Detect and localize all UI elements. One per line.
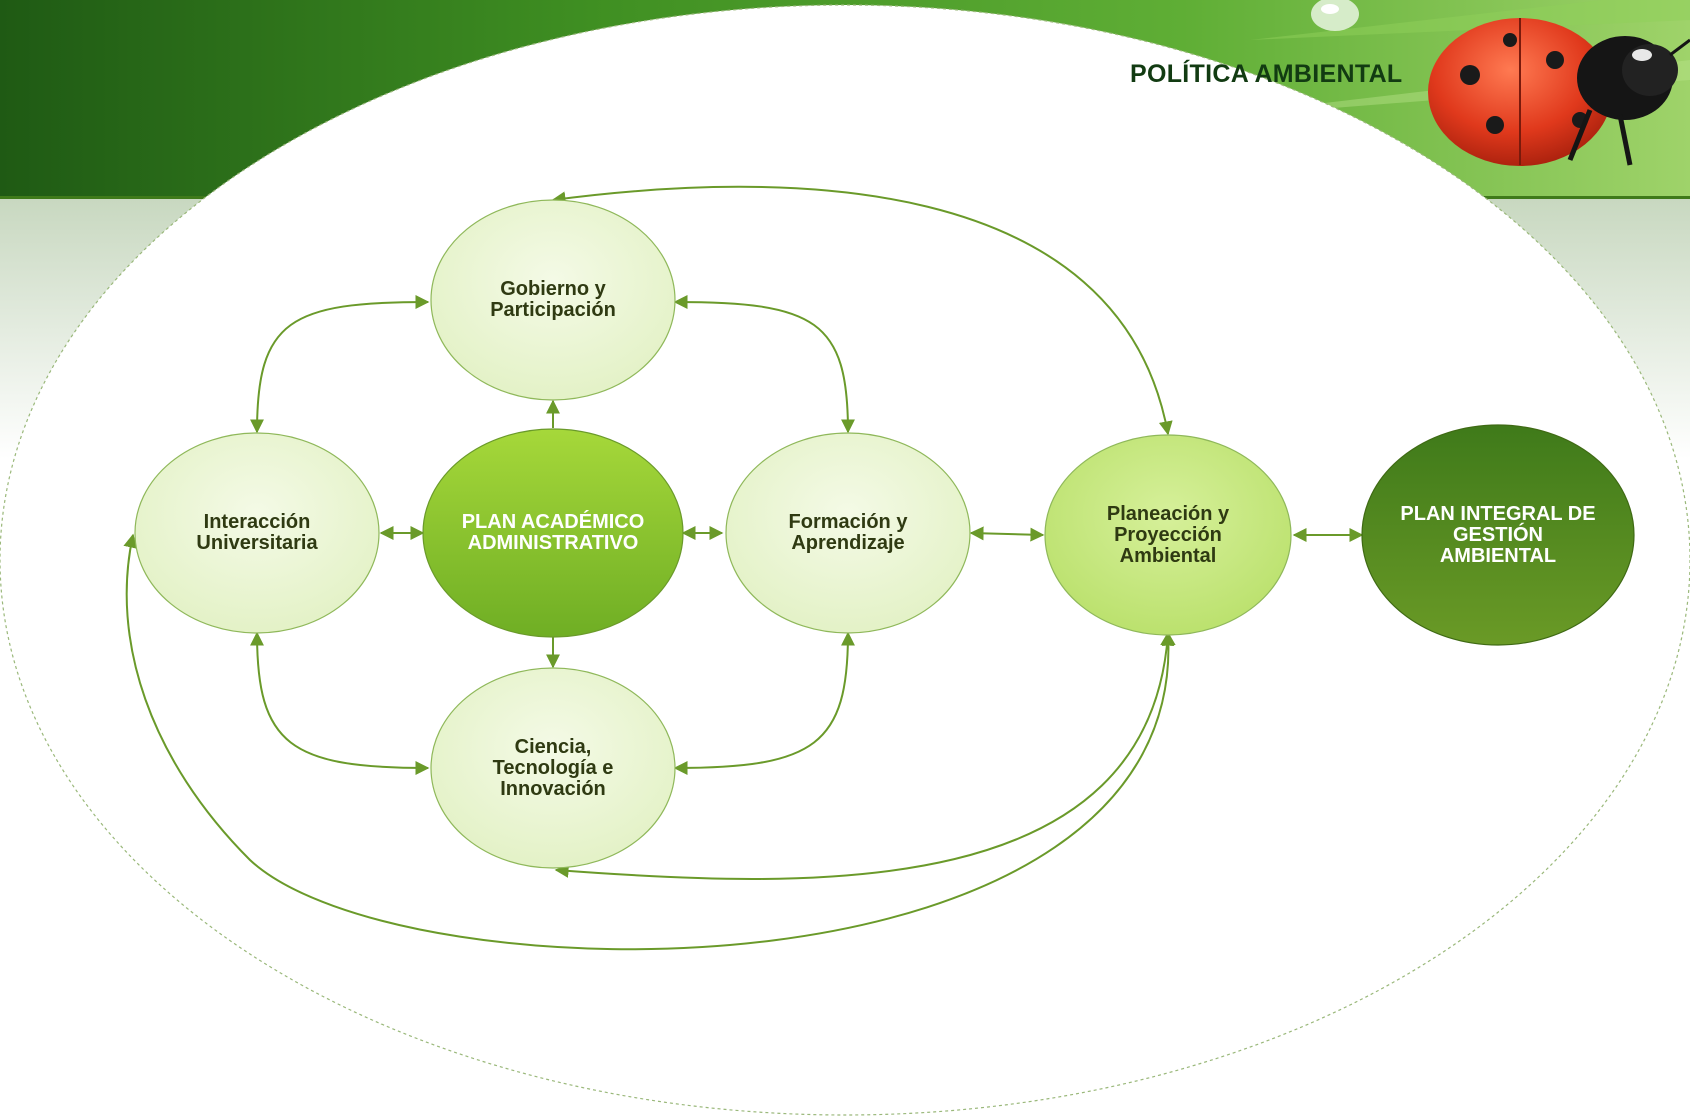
connectors <box>123 185 1364 951</box>
node-ciencia[interactable] <box>430 667 676 869</box>
node-plan-academico[interactable] <box>422 428 684 638</box>
page-title: POLÍTICA AMBIENTAL <box>1130 60 1403 88</box>
node-plan-integral[interactable] <box>1361 424 1635 646</box>
node-gobierno[interactable] <box>430 199 676 401</box>
node-planeacion[interactable] <box>1044 434 1292 636</box>
ladybug-icon <box>1428 18 1690 166</box>
node-formacion[interactable] <box>725 432 971 634</box>
node-interaccion[interactable] <box>134 432 380 634</box>
